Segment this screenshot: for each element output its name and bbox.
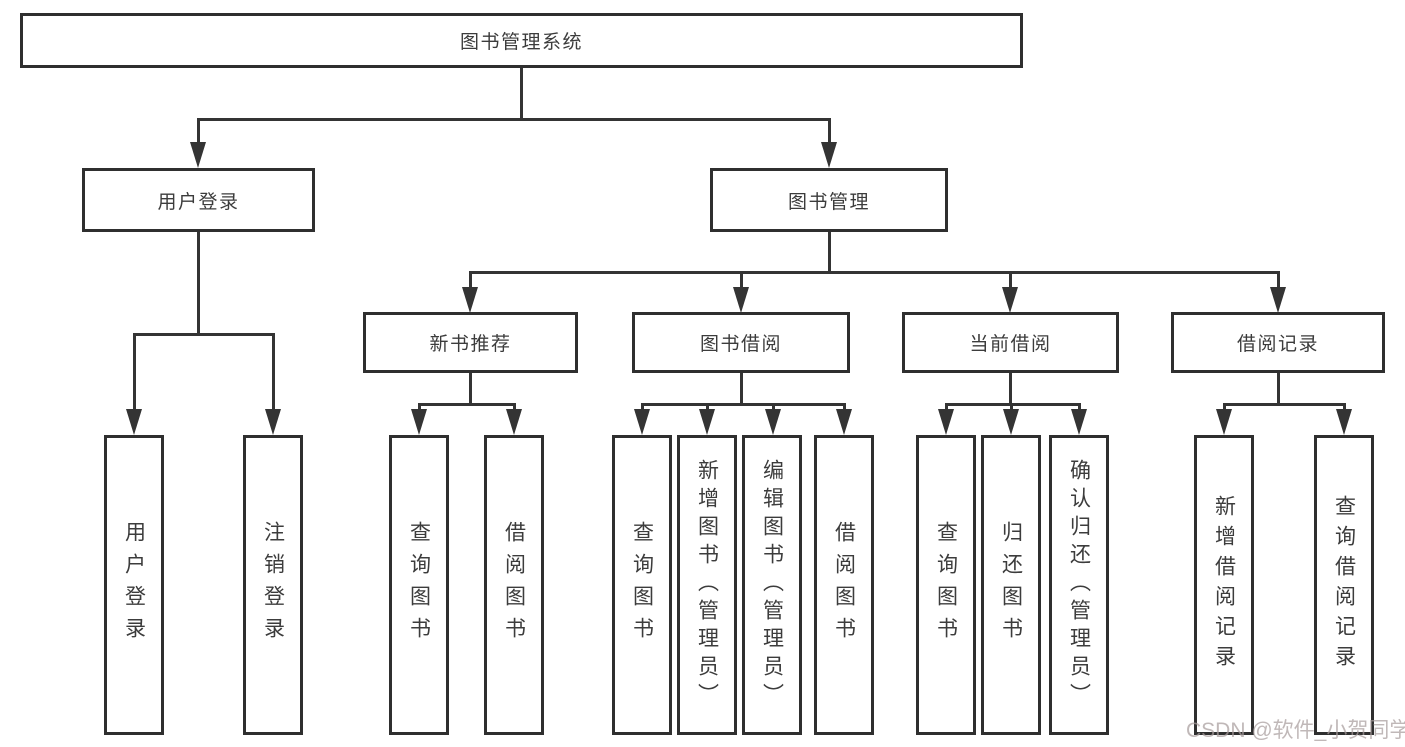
leaf-add-borrow-record: 新增借阅记录 bbox=[1194, 435, 1254, 735]
connector-line bbox=[197, 232, 200, 335]
connector-line bbox=[1223, 403, 1346, 406]
connector-arrowhead bbox=[1071, 409, 1087, 435]
leaf-query-borrow-record: 查询借阅记录 bbox=[1314, 435, 1374, 735]
connector-arrowhead bbox=[1216, 409, 1232, 435]
connector-line bbox=[1009, 271, 1012, 289]
connector-line bbox=[418, 403, 516, 406]
node-borrowing-records: 借阅记录 bbox=[1171, 312, 1385, 373]
connector-arrowhead bbox=[1336, 409, 1352, 435]
connector-line bbox=[133, 333, 274, 336]
connector-line bbox=[772, 403, 775, 411]
connector-arrowhead bbox=[1002, 287, 1018, 313]
connector-line bbox=[1078, 403, 1081, 411]
leaf-query-books-newbook: 查询图书 bbox=[389, 435, 449, 735]
node-new-book-recommend: 新书推荐 bbox=[363, 312, 578, 373]
leaf-edit-books-admin: 编辑图书（管理员） bbox=[742, 435, 802, 735]
connector-arrowhead bbox=[821, 142, 837, 168]
leaf-add-books-admin: 新增图书（管理员） bbox=[677, 435, 737, 735]
leaf-logout-login: 注销登录 bbox=[243, 435, 303, 735]
connector-line bbox=[197, 118, 200, 146]
connector-line bbox=[828, 232, 831, 273]
leaf-borrow-books-newbook: 借阅图书 bbox=[484, 435, 544, 735]
connector-arrowhead bbox=[506, 409, 522, 435]
connector-line bbox=[469, 373, 472, 406]
node-root-library-system: 图书管理系统 bbox=[20, 13, 1023, 68]
connector-arrowhead bbox=[1270, 287, 1286, 313]
node-current-borrowing: 当前借阅 bbox=[902, 312, 1119, 373]
leaf-user-login: 用户登录 bbox=[104, 435, 164, 735]
connector-arrowhead bbox=[938, 409, 954, 435]
connector-arrowhead bbox=[836, 409, 852, 435]
connector-line bbox=[1343, 403, 1346, 411]
connector-line bbox=[706, 403, 709, 411]
connector-arrowhead bbox=[765, 409, 781, 435]
leaf-query-books-borrowing: 查询图书 bbox=[612, 435, 672, 735]
node-user-login: 用户登录 bbox=[82, 168, 315, 232]
connector-line bbox=[740, 373, 743, 406]
connector-line bbox=[828, 118, 831, 146]
connector-arrowhead bbox=[126, 409, 142, 435]
connector-line bbox=[133, 333, 136, 411]
connector-line bbox=[418, 403, 421, 411]
connector-line bbox=[1223, 403, 1226, 411]
connector-arrowhead bbox=[265, 409, 281, 435]
connector-arrowhead bbox=[1003, 409, 1019, 435]
connector-arrowhead bbox=[462, 287, 478, 313]
connector-arrowhead bbox=[699, 409, 715, 435]
connector-line bbox=[197, 118, 830, 121]
leaf-borrow-books-borrowing: 借阅图书 bbox=[814, 435, 874, 735]
connector-arrowhead bbox=[634, 409, 650, 435]
connector-line bbox=[272, 333, 275, 411]
connector-line bbox=[520, 68, 523, 120]
node-book-management: 图书管理 bbox=[710, 168, 948, 232]
node-book-borrowing: 图书借阅 bbox=[632, 312, 850, 373]
connector-arrowhead bbox=[411, 409, 427, 435]
csdn-watermark: CSDN @软件_小贺同学 bbox=[1186, 719, 1405, 742]
connector-line bbox=[1277, 271, 1280, 289]
connector-arrowhead bbox=[733, 287, 749, 313]
leaf-return-books: 归还图书 bbox=[981, 435, 1041, 735]
connector-line bbox=[513, 403, 516, 411]
connector-line bbox=[945, 403, 948, 411]
leaf-query-books-current: 查询图书 bbox=[916, 435, 976, 735]
connector-line bbox=[469, 271, 472, 289]
connector-arrowhead bbox=[190, 142, 206, 168]
connector-line bbox=[469, 271, 1279, 274]
leaf-confirm-return-admin: 确认归还（管理员） bbox=[1049, 435, 1109, 735]
connector-line bbox=[843, 403, 846, 411]
connector-line bbox=[945, 403, 1081, 406]
connector-line bbox=[1009, 373, 1012, 406]
connector-line bbox=[740, 271, 743, 289]
connector-line bbox=[1010, 403, 1013, 411]
connector-line bbox=[641, 403, 644, 411]
connector-line bbox=[1277, 373, 1280, 406]
connector-line bbox=[641, 403, 846, 406]
